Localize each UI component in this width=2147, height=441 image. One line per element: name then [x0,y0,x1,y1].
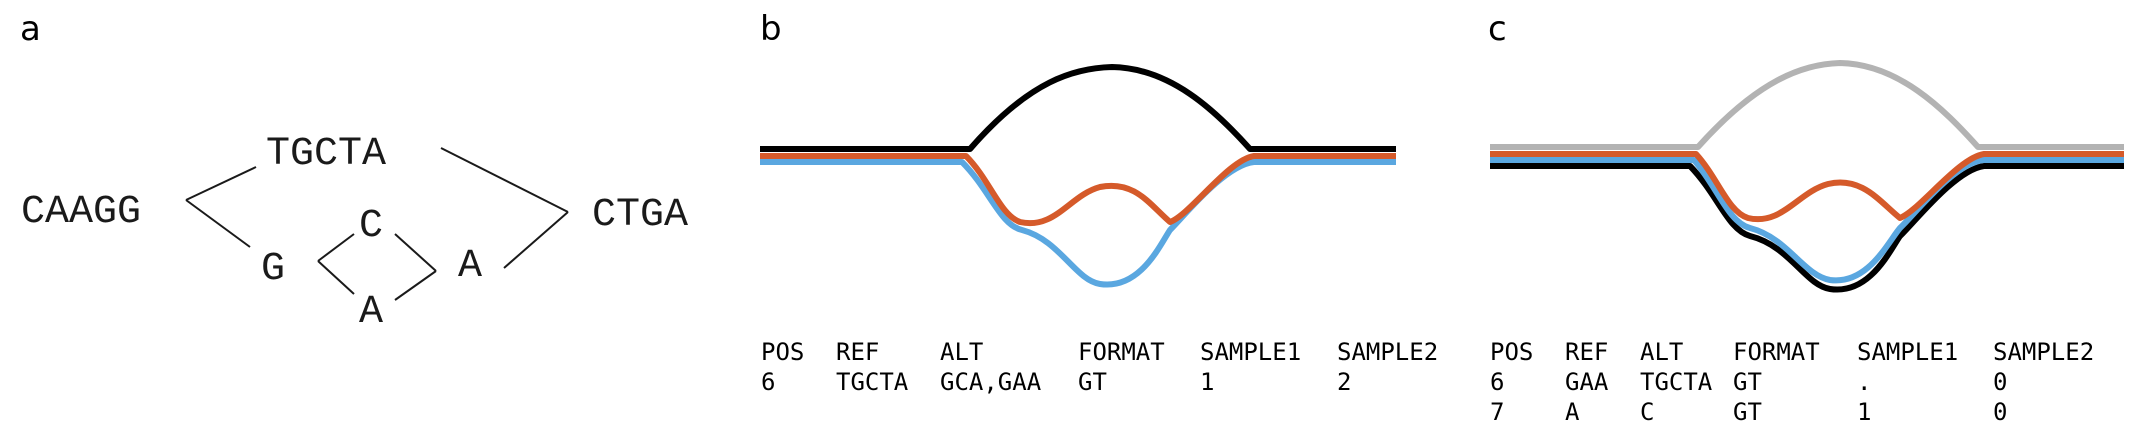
edge-caagg-g [185,199,251,248]
sequence-graph-edges [185,147,569,301]
vcf-header: POS REF ALT FORMAT SAMPLE1 SAMPLE2 [761,338,1438,366]
path-blue [760,159,1396,288]
panel-b-label: b [760,9,782,49]
path-orange [1490,151,2124,223]
panel-c: c POS REF ALT FORMAT SAMPLE1 SAMPLE2 6 G… [1488,9,2124,426]
panel-b-paths [760,64,1396,288]
path-black [1490,163,2124,293]
seq-node-ctga: CTGA [592,193,688,238]
panel-c-label: c [1488,9,1507,49]
seq-node-a-right: A [458,244,482,289]
vcf-row: 6 GAA TGCTA GT . 0 [1490,368,2007,396]
panel-a: a CAAGG TGCTA G C A A CTGA [20,9,688,335]
panel-c-paths [1490,60,2124,293]
vcf-header: POS REF ALT FORMAT SAMPLE1 SAMPLE2 [1490,338,2094,366]
edge-caagg-tgcta [185,166,257,201]
path-blue [1490,157,2124,284]
seq-node-caagg: CAAGG [21,190,141,235]
edge-c-a [394,233,437,272]
edge-tgcta-ctga [440,147,569,213]
panel-c-vcf-table: POS REF ALT FORMAT SAMPLE1 SAMPLE2 6 GAA… [1490,338,2094,426]
edge-a-a [394,270,437,301]
path-gray [1490,60,2124,150]
path-black [760,64,1396,152]
edge-g-c [317,233,355,262]
seq-node-c: C [359,204,383,249]
vcf-row: 6 TGCTA GCA,GAA GT 1 2 [761,368,1351,396]
seq-node-a-lower: A [359,290,383,335]
vcf-row: 7 A C GT 1 0 [1490,398,2007,426]
seq-node-g: G [261,247,285,292]
panel-b-vcf-table: POS REF ALT FORMAT SAMPLE1 SAMPLE2 6 TGC… [761,338,1438,396]
panel-b: b POS REF ALT FORMAT SAMPLE1 SAMPLE2 6 T… [760,9,1438,396]
path-orange [760,153,1396,227]
edge-a-ctga [503,211,569,269]
edge-g-a [317,260,355,295]
panel-a-label: a [20,9,41,49]
seq-node-tgcta: TGCTA [266,132,386,177]
